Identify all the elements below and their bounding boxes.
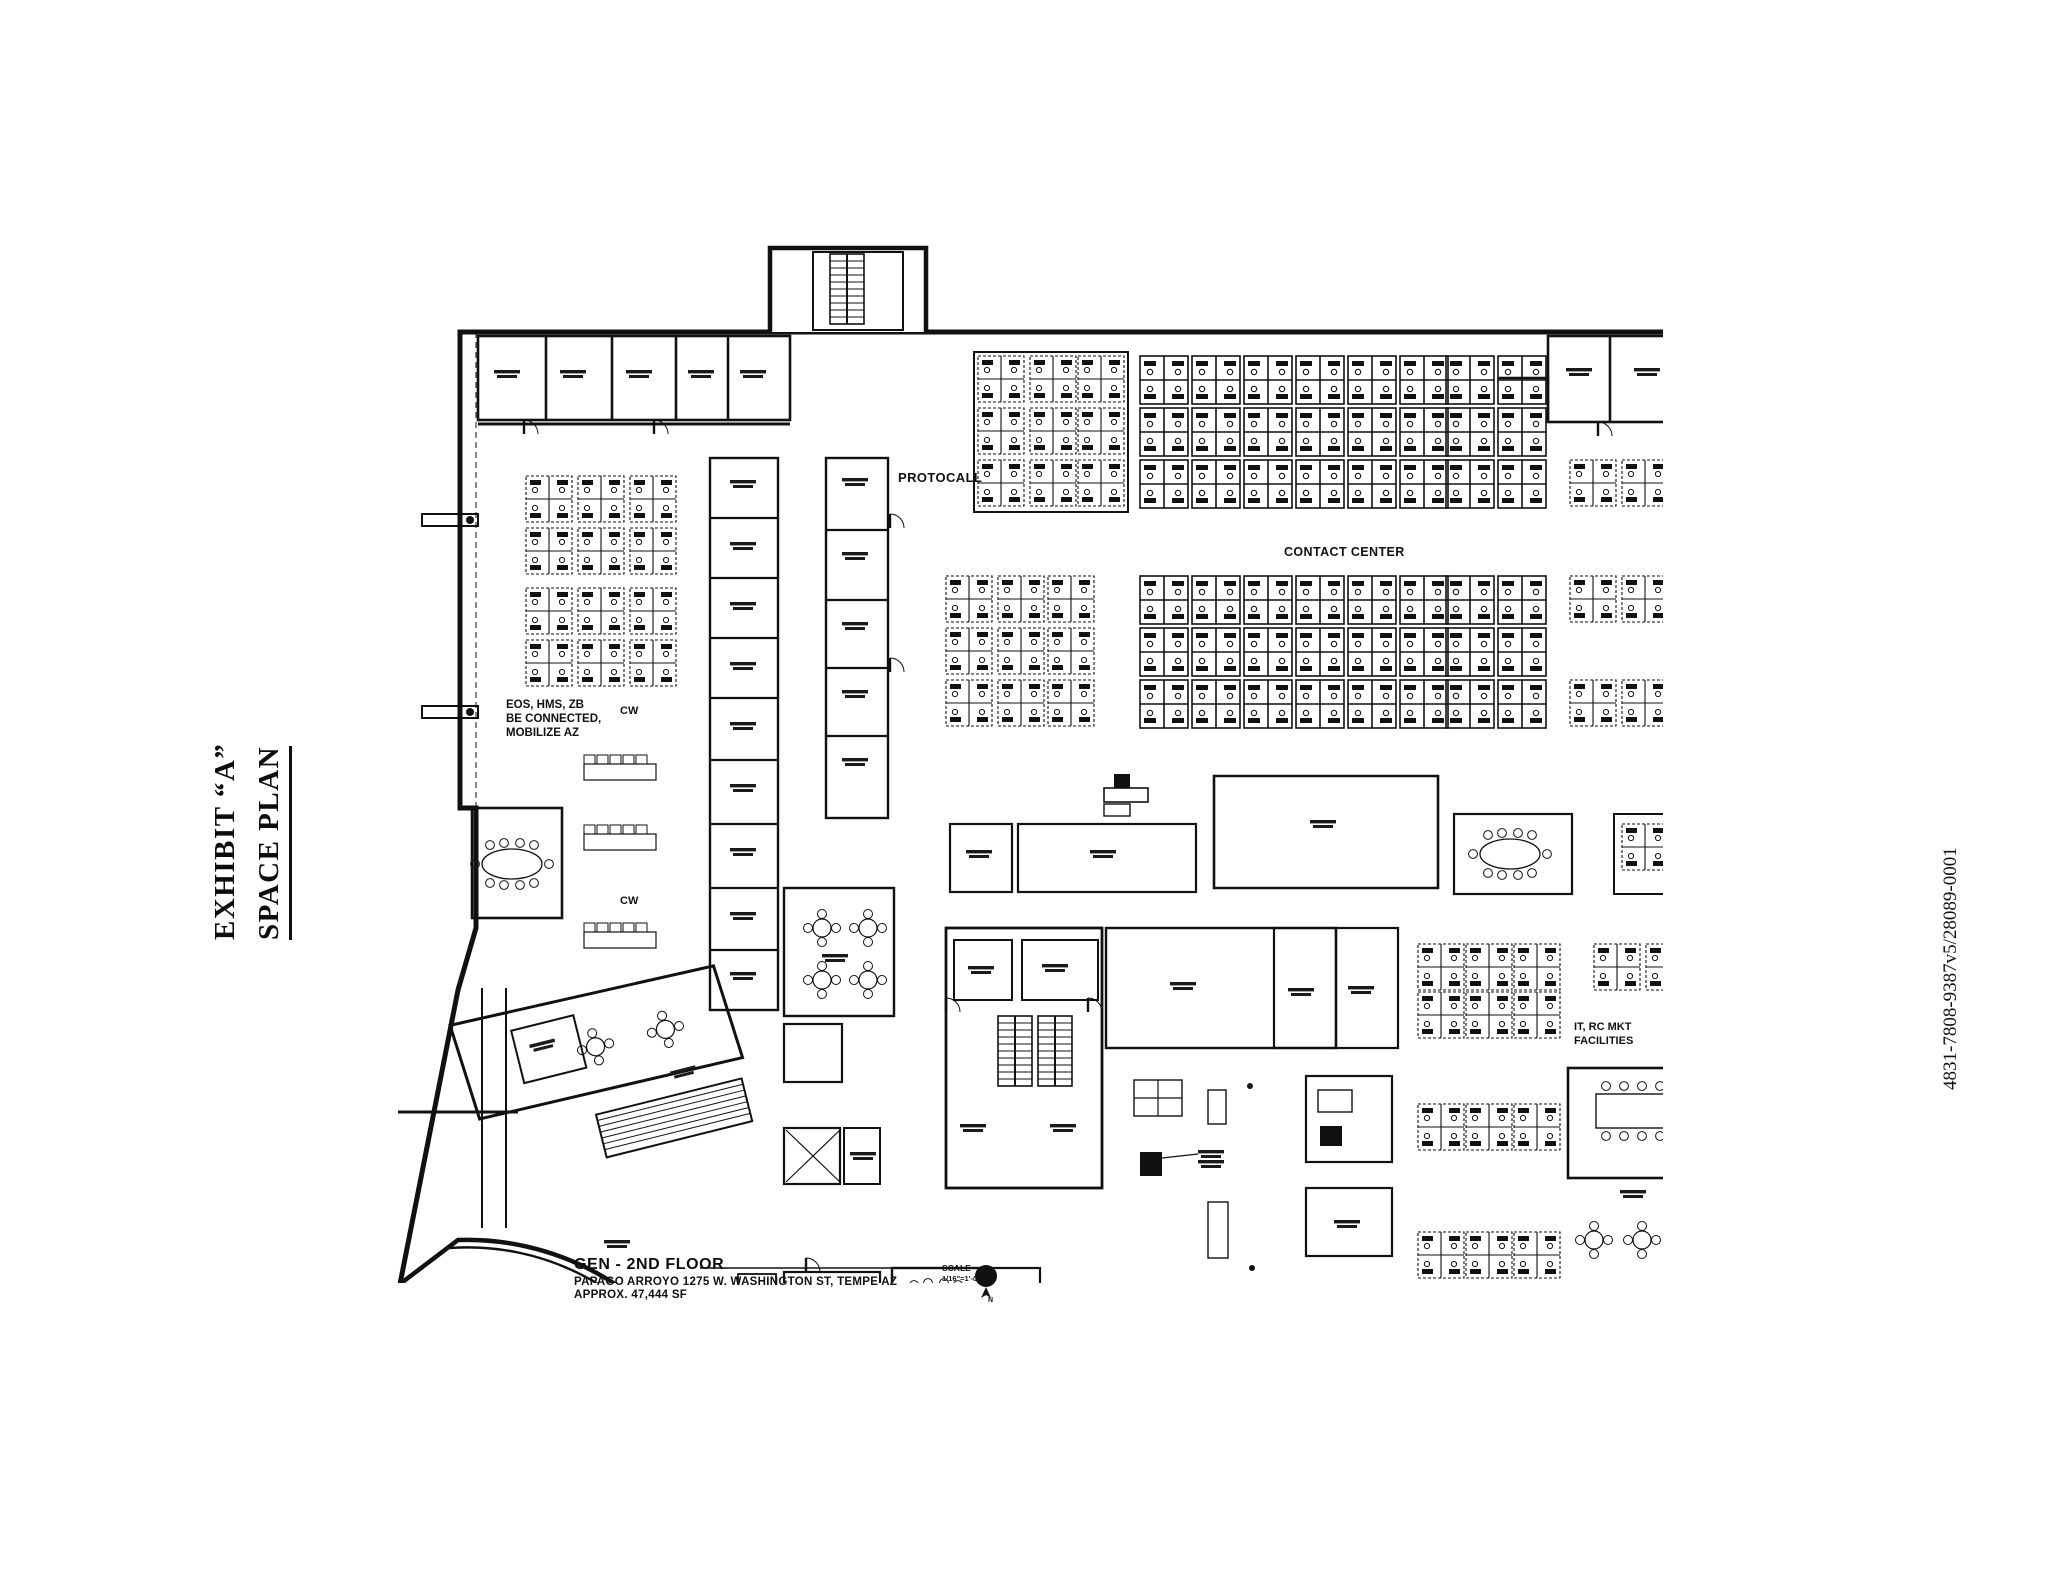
west-office-spine [708,456,780,1012]
label-dept-note-1: EOS, HMS, ZB [506,699,584,711]
label-cw-left: CW [620,705,639,717]
west-office-spine-2 [824,456,906,820]
label-facilities: FACILITIES [1574,1035,1633,1047]
page-title: SPACE PLAN [253,745,292,940]
casual-seating [1133,1079,1255,1271]
scale-label: SCALE [942,1263,971,1273]
southwest-curved-wing [398,1237,618,1283]
title-block-area: APPROX. 47,444 SF [574,1289,688,1301]
north-office-strip [476,334,792,436]
title-block-address: PAPAGO ARROYO 1275 W. WASHINGTON ST, TEM… [574,1276,898,1288]
southwest-conference-room [469,806,564,920]
protocall-pods [973,351,1129,513]
floor-plan-drawing: PROTOCALL CONTACT CENTER IT, RC MKT FACI… [398,228,1663,1283]
scale-value: 1/16"=1'-0" [942,1274,981,1283]
exhibit-label: EXHIBIT “A” [209,742,241,940]
building-outline [398,245,1663,1283]
exhibit-title-group: EXHIBIT “A” SPACE PLAN [206,620,376,940]
pantry-counter [1103,774,1149,817]
title-block: GEN - 2ND FLOOR PAPAGO ARROYO 1275 W. WA… [574,1256,1044,1301]
it-facilities-zone [1417,943,1663,1279]
north-arrow-icon: N [975,1265,997,1304]
label-it-rc-mkt: IT, RC MKT [1574,1021,1632,1033]
collaboration-cluster [782,886,896,1186]
floor-plan-svg: PROTOCALL CONTACT CENTER IT, RC MKT FACI… [398,245,1663,1283]
northeast-office-strip [1498,334,1663,438]
mid-service-rooms [1021,926,1400,1271]
central-rooms [948,774,1663,896]
ramp-hatch [594,1077,754,1159]
label-cw-mid: CW [620,895,639,907]
document-number: 4831-7808-9387v5/28089-0001 [1940,847,1961,1090]
boardroom-table [1595,1081,1663,1141]
scale-and-north-indicator: SCALE 1/16"=1'-0" N [700,1263,997,1304]
north-label: N [988,1297,993,1304]
label-contact-center: CONTACT CENTER [1284,545,1405,559]
label-protocall: PROTOCALL [898,470,982,485]
west-exterior-markers [421,332,479,808]
diagonal-annex [398,964,754,1248]
title-block-floor: GEN - 2ND FLOOR [574,1256,725,1273]
label-dept-note-3: MOBILIZE AZ [506,727,579,739]
label-dept-note-2: BE CONNECTED, [506,713,601,725]
equipment-callout [1140,1150,1224,1176]
